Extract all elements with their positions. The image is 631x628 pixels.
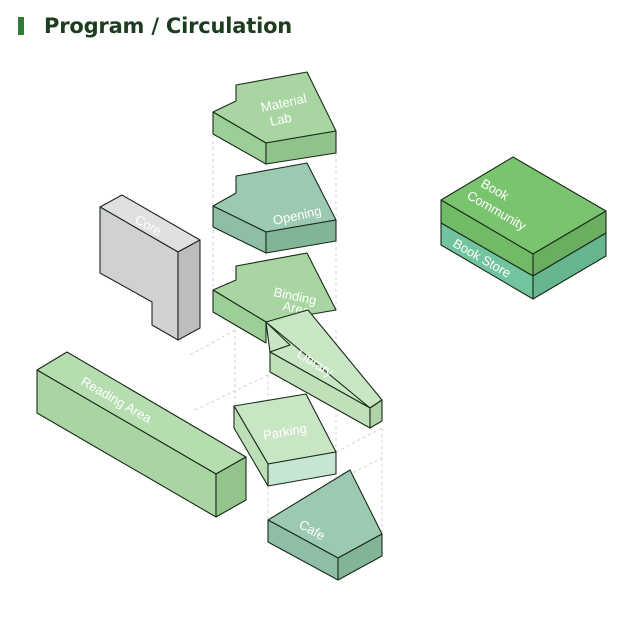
opening-block: Opening bbox=[212, 162, 337, 254]
material-lab-line2: Lab bbox=[269, 110, 293, 129]
binding-area-block: Binding Area bbox=[212, 252, 337, 344]
cafe-block: Cafe bbox=[267, 469, 383, 581]
reading-area-block: Reading Area bbox=[36, 351, 247, 518]
material-lab-block: Material Lab bbox=[212, 71, 337, 165]
parking-block: Parking bbox=[233, 393, 337, 487]
page-title: Program / Circulation bbox=[44, 14, 293, 38]
library-block: Library bbox=[265, 309, 383, 429]
book-community-block: Book Community Book Store bbox=[440, 156, 607, 300]
header-accent-bar bbox=[18, 17, 24, 35]
section-header: Program / Circulation bbox=[18, 14, 292, 38]
core-block: Core bbox=[99, 194, 201, 341]
